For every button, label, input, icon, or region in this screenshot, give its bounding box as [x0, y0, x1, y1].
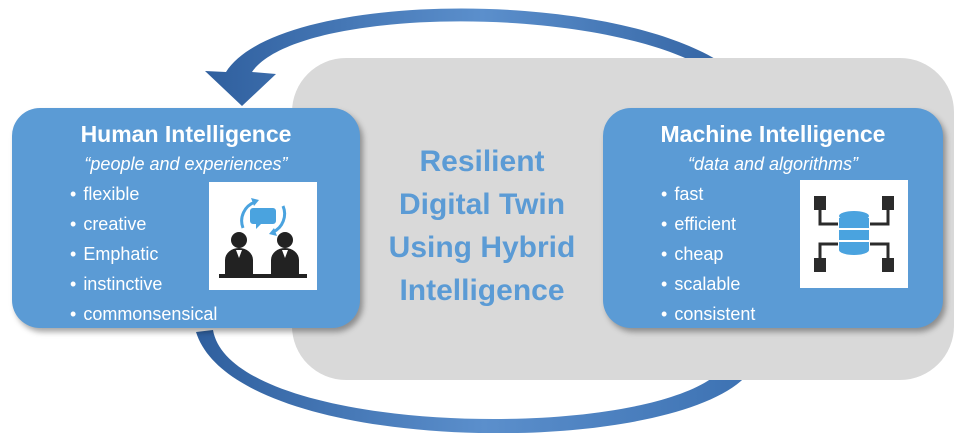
list-item: cheap [661, 239, 755, 269]
center-title-line: Intelligence [399, 274, 565, 307]
list-item: creative [70, 209, 217, 239]
human-intelligence-panel: Human Intelligence “people and experienc… [12, 108, 360, 328]
bottom-curved-arrow [196, 330, 772, 433]
machine-intelligence-panel: Machine Intelligence “data and algorithm… [603, 108, 943, 328]
machine-panel-title: Machine Intelligence [660, 121, 886, 147]
center-title: Resilient Digital Twin Using Hybrid Inte… [372, 140, 592, 312]
list-item: instinctive [70, 269, 217, 299]
list-item: efficient [661, 209, 755, 239]
list-item: scalable [661, 269, 755, 299]
list-item: consistent [661, 299, 755, 329]
center-title-line: Digital Twin [398, 188, 566, 221]
machine-panel-subtitle: “data and algorithms” [687, 154, 859, 174]
human-traits-list: flexible creative Emphatic instinctive c… [70, 179, 217, 329]
list-item: fast [661, 179, 755, 209]
people-collaboration-icon [209, 182, 317, 290]
center-title-line: Resilient [419, 145, 545, 178]
database-network-icon [800, 180, 908, 288]
center-title-line: Using Hybrid [388, 231, 576, 264]
list-item: flexible [70, 179, 217, 209]
list-item: commonsensical [70, 299, 217, 329]
list-item: Emphatic [70, 239, 217, 269]
human-panel-title: Human Intelligence [80, 121, 292, 147]
human-panel-subtitle: “people and experiences” [84, 154, 288, 174]
machine-traits-list: fast efficient cheap scalable consistent [661, 179, 755, 329]
top-curved-arrow [205, 8, 760, 108]
